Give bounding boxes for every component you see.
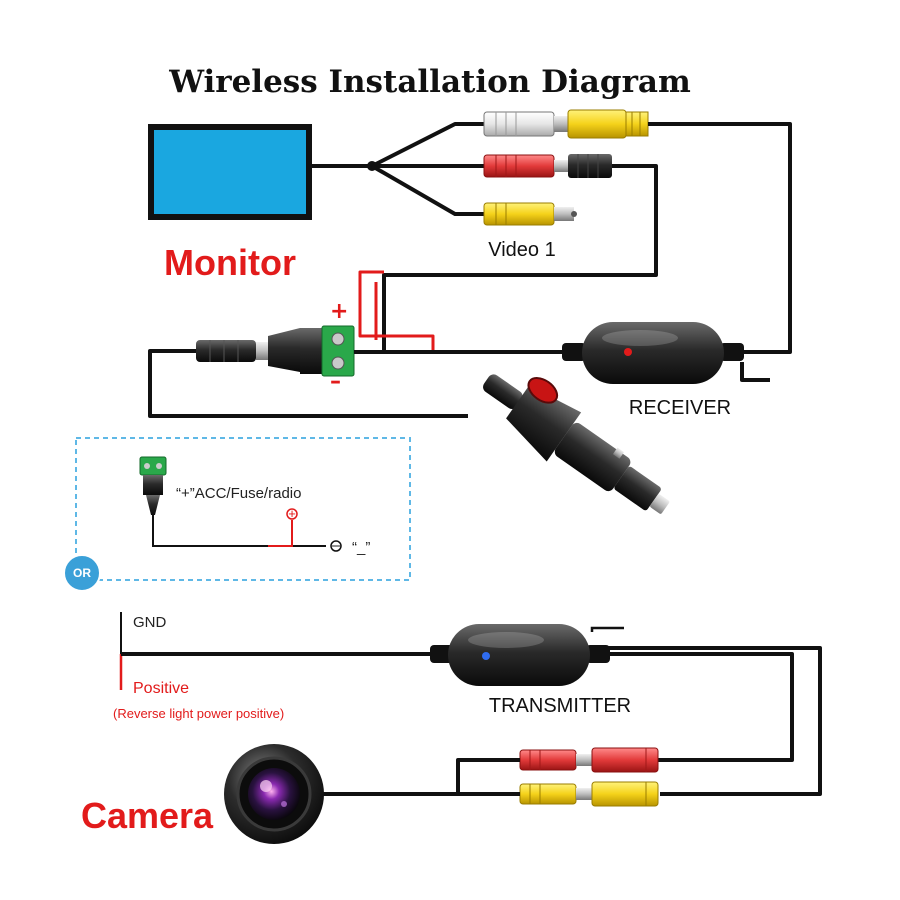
video-wire-to-receiver	[648, 122, 792, 354]
plus-sign: +	[330, 299, 348, 324]
transmitter-label: TRANSMITTER	[489, 695, 631, 717]
plus-circle-icon	[286, 508, 298, 520]
positive-label: Positive	[133, 680, 189, 697]
camera-rca-yellow-connector	[519, 781, 659, 807]
transmitter-power-wire	[608, 646, 822, 796]
rca-video1-connector	[483, 202, 577, 226]
acc-fuse-radio-label: “+”ACC/Fuse/radio	[176, 485, 301, 502]
monitor	[148, 124, 312, 220]
monitor-cable	[312, 122, 490, 216]
video1-label: Video 1	[488, 239, 555, 261]
camera-rca-red-connector	[519, 747, 659, 773]
camera-label: Camera	[81, 795, 214, 836]
transmitter-video-wire	[608, 652, 794, 762]
receiver-unit	[562, 322, 770, 384]
receiver-led-icon	[624, 348, 632, 356]
alternative-wiring-box: OR + – “+”ACC/Fuse/radio “_”	[63, 437, 411, 592]
svg-text:+: +	[288, 506, 296, 521]
minus-circle-icon	[330, 540, 342, 552]
minus-sign: –	[330, 369, 341, 394]
power-wire-to-receiver	[382, 164, 658, 352]
positive-note: (Reverse light power positive)	[113, 706, 284, 721]
or-badge-label: OR	[73, 566, 91, 580]
cigarette-lighter-plug	[483, 374, 670, 514]
diagram-title: Wireless Installation Diagram	[168, 64, 691, 100]
cigarette-lighter-wire	[148, 349, 468, 418]
dc-terminal-adapter	[196, 325, 355, 377]
receiver-label: RECEIVER	[629, 397, 731, 419]
or-badge	[63, 554, 101, 592]
transmitter-led-icon	[482, 652, 490, 660]
minus-quote-label: “_”	[352, 539, 370, 556]
rca-white-yellow-connector	[483, 109, 649, 139]
monitor-screen	[154, 130, 306, 214]
rca-red-connector	[483, 154, 612, 178]
svg-text:–: –	[332, 537, 341, 554]
transmitter-unit	[430, 624, 624, 686]
gnd-label: GND	[133, 614, 167, 631]
monitor-label: Monitor	[164, 242, 296, 283]
camera-icon	[224, 744, 324, 844]
red-positive-wire	[358, 270, 435, 352]
